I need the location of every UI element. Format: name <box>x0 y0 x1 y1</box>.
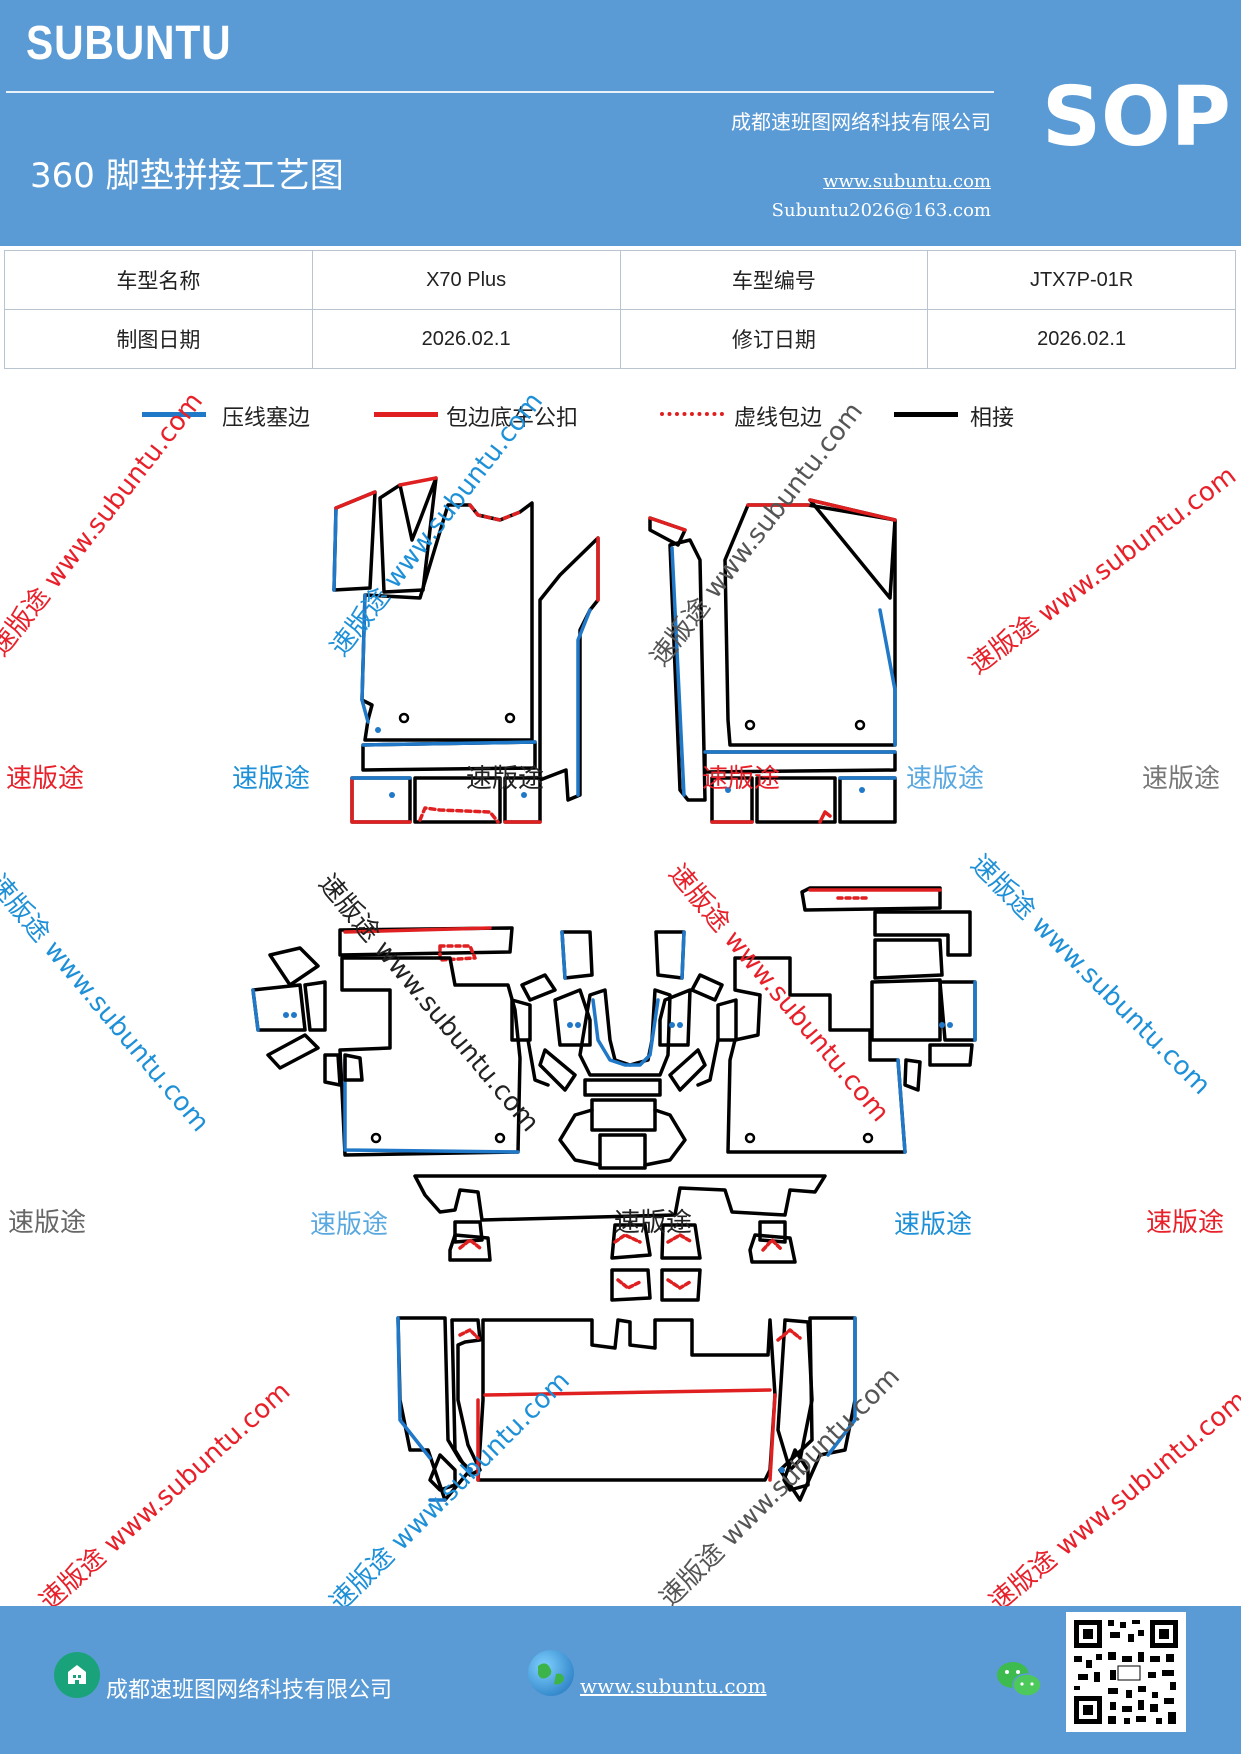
building-icon <box>54 1652 100 1698</box>
front-right-mat <box>648 498 897 824</box>
header-divider <box>6 91 994 93</box>
watermark-brand: 速版途 <box>466 764 545 794</box>
center-tunnel <box>510 930 738 1170</box>
footer-company: 成都速班图网络科技有限公司 <box>106 1678 393 1703</box>
company-name: 成都速班图网络科技有限公司 <box>731 110 991 134</box>
watermark-brand: 速版途 <box>1142 764 1221 794</box>
watermark-brand: 速版途 <box>310 1210 389 1240</box>
qr-code-icon[interactable] <box>1066 1612 1186 1732</box>
globe-icon <box>528 1650 574 1696</box>
legend-label: 压线塞边 <box>222 406 311 431</box>
table-value: X70 Plus <box>311 250 621 310</box>
watermark-brand: 速版途 <box>906 764 985 794</box>
legend-swatch-blue <box>142 412 206 417</box>
vehicle-info-table: 车型名称 X70 Plus 车型编号 JTX7P-01R 制图日期 2026.0… <box>4 250 1236 369</box>
rear-crossbar <box>413 1174 827 1302</box>
legend-label: 虚线包边 <box>734 406 823 431</box>
table-value: JTX7P-01R <box>927 250 1236 310</box>
table-value: 2026.02.1 <box>311 309 621 369</box>
legend-label: 包边底车公扣 <box>446 406 579 431</box>
watermark-brand: 速版途 <box>614 1208 693 1238</box>
watermark-brand: 速版途 <box>6 764 85 794</box>
table-row: 制图日期 2026.02.1 修订日期 2026.02.1 <box>4 309 1236 369</box>
email-address[interactable]: Subuntu2026@163.com <box>771 200 991 221</box>
legend: 压线塞边 包边底车公扣 虚线包边 相接 <box>0 400 1241 440</box>
middle-left-mat <box>251 926 522 1157</box>
website-link[interactable]: www.subuntu.com <box>823 171 991 192</box>
rear-mat <box>396 1316 857 1502</box>
header-banner: SUBUNTU 成都速班图网络科技有限公司 360 脚垫拼接工艺图 www.su… <box>0 0 1241 246</box>
wechat-icon <box>994 1658 1044 1702</box>
watermark-brand: 速版途 <box>702 764 781 794</box>
table-label: 修订日期 <box>619 309 929 369</box>
document-title: 360 脚垫拼接工艺图 <box>30 156 344 196</box>
middle-right-mat <box>726 886 977 1154</box>
legend-swatch-black <box>894 412 958 417</box>
watermark-brand: 速版途 <box>1146 1208 1225 1238</box>
watermark-brand: 速版途 <box>232 764 311 794</box>
table-label: 车型编号 <box>619 250 929 310</box>
brand-logo: SUBUNTU <box>26 17 232 70</box>
table-row: 车型名称 X70 Plus 车型编号 JTX7P-01R <box>4 250 1236 310</box>
table-value: 2026.02.1 <box>927 309 1236 369</box>
front-left-mat <box>332 476 600 824</box>
table-label: 车型名称 <box>4 250 313 310</box>
footer-banner: 成都速班图网络科技有限公司 www.subuntu.com <box>0 1606 1241 1754</box>
footer-website[interactable]: www.subuntu.com <box>580 1674 767 1698</box>
watermark-brand: 速版途 <box>894 1210 973 1240</box>
legend-swatch-red <box>374 412 438 417</box>
legend-swatch-red-dotted <box>660 412 724 416</box>
watermark-brand: 速版途 <box>8 1208 87 1238</box>
table-label: 制图日期 <box>4 309 313 369</box>
sop-badge: SOP <box>1042 70 1231 165</box>
legend-label: 相接 <box>970 406 1015 431</box>
